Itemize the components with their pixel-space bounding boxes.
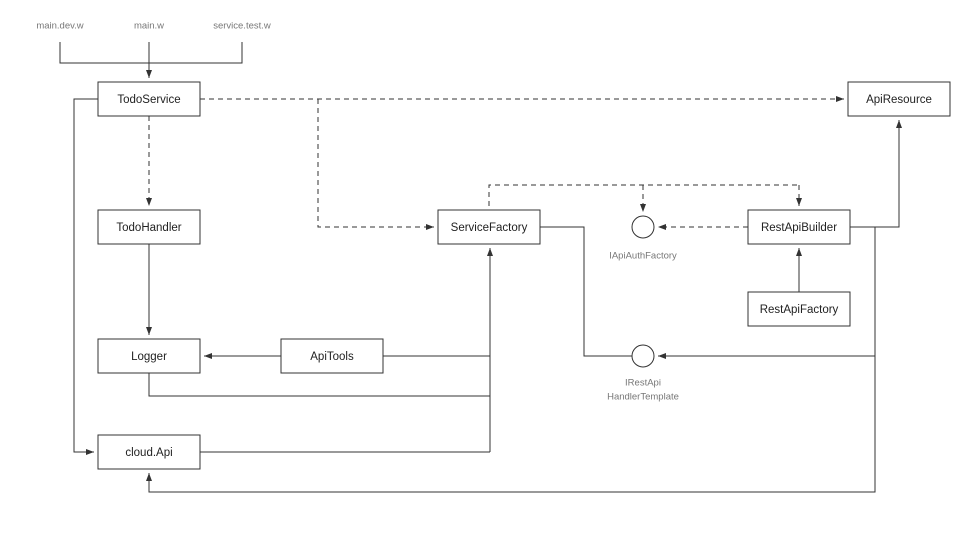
node-servicefactory-box[interactable] [437,209,541,245]
node-todoservice[interactable]: TodoService [97,81,201,117]
node-apitools-label: ApiTools [310,351,354,363]
entry-label-main: main.w [134,21,164,32]
interface-iresthandlertemplate-label-line1: IRestApi [625,378,661,389]
node-todoservice-label: TodoService [117,94,180,106]
node-logger[interactable]: Logger [97,338,201,374]
entry-label-service-test: service.test.w [213,21,271,32]
node-apiresource[interactable]: ApiResource [847,81,951,117]
node-apitools-box[interactable] [280,338,384,374]
interface-iresthandlertemplate-circle[interactable] [631,344,655,368]
node-servicefactory-label: ServiceFactory [451,222,528,234]
interface-iapiauthfactory-circle[interactable] [631,215,655,239]
edge-servicefactory-to-iresthandler [540,226,632,357]
node-restapifactory[interactable]: RestApiFactory [747,291,851,327]
node-restapifactory-label: RestApiFactory [760,304,839,316]
entry-label-main-dev: main.dev.w [36,21,83,32]
node-apiresource-box[interactable] [847,81,951,117]
interface-iresthandlertemplate-label-line2: HandlerTemplate [607,392,679,403]
node-restapibuilder-box[interactable] [747,209,851,245]
edge-logger-to-rail [148,373,490,397]
edge-restapibuilder-rail-down [146,227,876,493]
edge-todoservice-to-cloudapi [73,98,98,455]
node-servicefactory[interactable]: ServiceFactory [437,209,541,245]
interface-iresthandlertemplate[interactable]: IRestApi HandlerTemplate [607,344,679,403]
node-todoservice-box[interactable] [97,81,201,117]
node-restapibuilder-label: RestApiBuilder [761,222,837,234]
node-logger-box[interactable] [97,338,201,374]
node-cloudapi-box[interactable] [97,434,201,470]
edge-todoservice-to-servicefactory-dashed [317,99,434,230]
node-restapifactory-box[interactable] [747,291,851,327]
node-todohandler-label: TodoHandler [116,222,181,234]
node-apiresource-label: ApiResource [866,94,932,106]
node-apitools[interactable]: ApiTools [280,338,384,374]
node-cloudapi[interactable]: cloud.Api [97,434,201,470]
node-cloudapi-label: cloud.Api [125,447,172,459]
node-todohandler-box[interactable] [97,209,201,245]
node-todohandler[interactable]: TodoHandler [97,209,201,245]
node-restapibuilder[interactable]: RestApiBuilder [747,209,851,245]
node-logger-label: Logger [131,351,167,363]
interface-iapiauthfactory[interactable]: IApiAuthFactory [609,215,677,262]
edge-restapibuilder-to-apiresource [850,120,902,228]
edge-servicefactory-branch-dashed [488,184,799,206]
entry-bracket [59,42,243,78]
interface-iapiauthfactory-label: IApiAuthFactory [609,251,677,262]
